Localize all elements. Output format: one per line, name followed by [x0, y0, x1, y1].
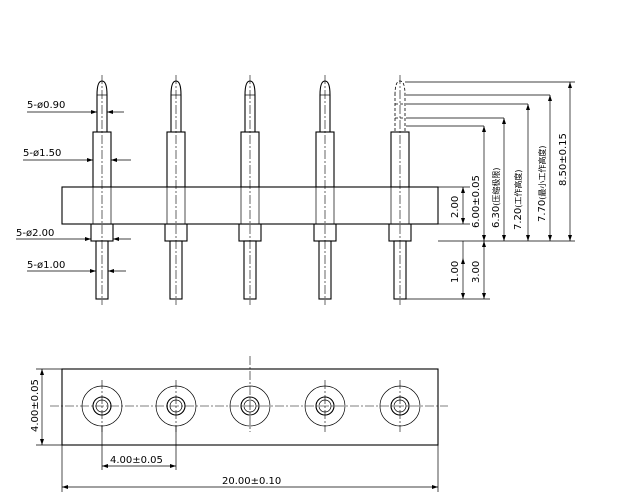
pin-hole-4 [304, 380, 346, 432]
pin-hole-5 [379, 380, 421, 432]
height-600-label: 6.00±0.05 [471, 175, 482, 228]
pin-hole-3 [229, 356, 271, 432]
height-850-label: 8.50±0.15 [558, 133, 569, 186]
front-view: 5-ø0.90 5-ø1.50 5-ø2.00 5-ø1.00 [16, 75, 575, 305]
pitch-label: 4.00±0.05 [110, 455, 163, 466]
height-770-note: (最小工作高度) [537, 145, 547, 199]
insulator-height-label: 2.00 [450, 196, 461, 218]
svg-text:6.30(压缩极限): 6.30(压缩极限) [491, 167, 502, 228]
diameter-callouts: 5-ø0.90 5-ø1.50 5-ø2.00 5-ø1.00 [16, 100, 131, 273]
height-630-label: 6.30 [491, 206, 502, 228]
pin-hole-1 [81, 380, 123, 432]
length-label: 20.00±0.10 [222, 476, 281, 487]
height-720-note: (工作高度) [513, 169, 523, 207]
top-view: 4.00±0.05 4.00±0.05 20.00±0.10 [30, 356, 448, 492]
pin-hole-2 [155, 380, 197, 432]
height-630-note: (压缩极限) [491, 167, 501, 205]
plunger-diameter-label: 5-ø1.50 [23, 148, 61, 159]
shoulder-diameter-label: 5-ø2.00 [16, 228, 54, 239]
height-770-label: 7.70 [537, 200, 548, 222]
svg-text:7.70(最小工作高度): 7.70(最小工作高度) [537, 145, 548, 222]
top-width-label: 4.00±0.05 [30, 379, 41, 432]
tail-total-label: 3.00 [471, 261, 482, 283]
height-720-label: 7.20 [513, 208, 524, 230]
svg-text:7.20(工作高度): 7.20(工作高度) [513, 169, 524, 230]
tip-diameter-label: 5-ø0.90 [27, 100, 65, 111]
tail-diameter-label: 5-ø1.00 [27, 260, 65, 271]
tail-length-label: 1.00 [450, 261, 461, 283]
